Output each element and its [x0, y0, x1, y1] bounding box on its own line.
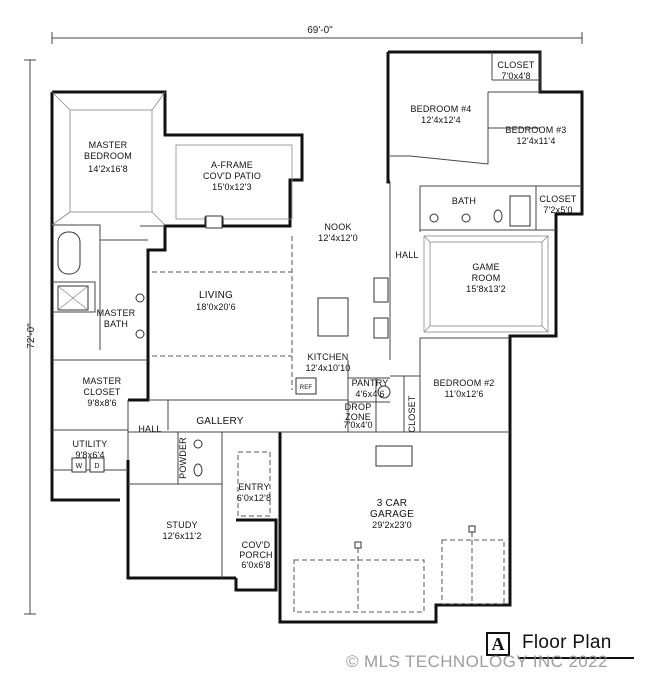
bath-sink-icon	[429, 213, 439, 223]
bath-toilet-icon	[493, 209, 503, 223]
room-closet-right-name: CLOSET	[539, 194, 577, 204]
room-living-size: 18'0x20'6	[196, 302, 236, 312]
title-underline	[518, 657, 634, 659]
dimension-lines: 69'-0" 72'-0"	[24, 25, 583, 615]
plan-legend: A Floor Plan	[478, 626, 638, 662]
room-closet-top-name: CLOSET	[497, 60, 535, 70]
room-kitchen-name: KITCHEN	[308, 352, 349, 362]
dryer-icon	[89, 457, 105, 473]
refrigerator-icon	[295, 377, 317, 395]
room-hall-right-name: HALL	[395, 250, 418, 260]
kitchen-island-icon	[317, 297, 349, 337]
garage-doors	[293, 525, 505, 613]
logo-mark: A	[486, 632, 510, 656]
room-closet-vertical-name: CLOSET	[407, 395, 417, 433]
room-bedroom3-name: BEDROOM #3	[505, 125, 566, 135]
powder-sink-icon	[193, 439, 203, 449]
room-pantry-size: 4'6x4'6	[355, 389, 384, 399]
room-closet-top-size: 7'0x4'8	[501, 71, 530, 81]
fixtures	[57, 195, 531, 477]
bath-sink-icon-2	[461, 213, 471, 223]
room-bedroom3-size: 12'4x11'4	[516, 136, 555, 146]
room-closet-right-size: 7'2x5'0	[543, 205, 572, 215]
room-bedroom2-size: 11'0x12'6	[444, 389, 483, 399]
ref-label: REF	[300, 385, 313, 391]
tub-icon	[57, 231, 81, 275]
room-porch-size: 6'0x6'8	[241, 560, 270, 570]
powder-toilet-icon	[193, 463, 203, 477]
copyright-watermark: © MLS TECHNOLOGY INC 2022	[346, 652, 608, 671]
room-utility-size: 9'8x6'4	[75, 450, 104, 460]
room-bath-name: BATH	[452, 196, 476, 206]
room-patio-size: 15'0x12'3	[212, 182, 252, 192]
room-pantry-name: PANTRY	[352, 378, 389, 388]
room-gallery-name: GALLERY	[196, 416, 243, 427]
bath-tub-icon	[509, 195, 531, 227]
room-drop-zone-size: 7'0x4'0	[343, 420, 372, 430]
plan-title: Floor Plan	[522, 632, 612, 653]
room-powder-name: POWDER	[178, 437, 188, 479]
range-icon	[373, 317, 389, 339]
room-study-size: 12'6x11'2	[162, 531, 201, 541]
room-nook-name: NOOK	[324, 222, 351, 232]
garage-mechanical-icon	[375, 445, 413, 467]
room-entry-size: 6'0x12'8	[237, 493, 272, 503]
room-garage-size: 29'2x23'0	[372, 520, 412, 530]
exterior-walls	[50, 50, 584, 624]
room-hall-left-name: HALL	[138, 424, 161, 434]
ceiling-details	[51, 91, 549, 517]
interior-walls	[52, 52, 582, 578]
room-utility-name: UTILITY	[73, 439, 108, 449]
washer-label: W	[76, 463, 83, 470]
room-living-name: LIVING	[199, 290, 233, 301]
room-game-size: 15'8x13'2	[466, 284, 506, 294]
master-sink-icon	[135, 293, 145, 303]
room-study-name: STUDY	[166, 520, 198, 530]
room-kitchen-size: 12'4x10'10	[306, 363, 351, 373]
fireplace-icon	[205, 215, 223, 229]
water-heater-icon	[377, 385, 391, 399]
room-nook-size: 12'4x12'0	[318, 233, 358, 243]
dryer-label: D	[94, 463, 99, 470]
room-master-bedroom-size: 14'2x16'8	[88, 164, 128, 174]
width-dimension: 69'-0"	[307, 25, 333, 36]
room-bedroom4-size: 12'4x12'4	[421, 115, 461, 125]
room-entry-name: ENTRY	[238, 482, 269, 492]
room-bedroom2-name: BEDROOM #2	[433, 378, 494, 388]
depth-dimension: 72'-0"	[26, 323, 37, 349]
sink-counter-icon	[373, 277, 389, 303]
room-bedroom4-name: BEDROOM #4	[410, 104, 471, 114]
master-sink-icon-2	[135, 329, 145, 339]
room-master-closet-size: 9'8x8'6	[87, 398, 116, 408]
washer-icon	[71, 457, 87, 473]
